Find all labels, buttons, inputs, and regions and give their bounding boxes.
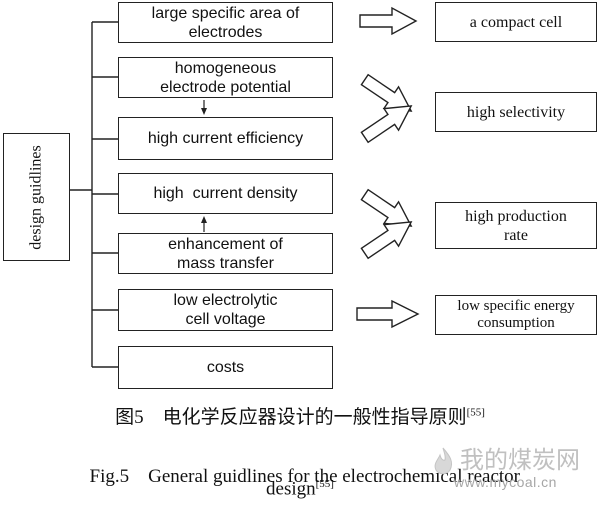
outcome-label: high production rate <box>465 207 567 244</box>
block-arrow-production-lower <box>360 221 413 260</box>
caption-en-text: Fig.5 General guidlines for the electroc… <box>89 466 521 487</box>
block-arrow-selectivity-lower <box>360 105 413 144</box>
guideline-label: enhancement of mass transfer <box>168 235 283 272</box>
caption-en-line1: Fig.5 General guidlines for the electroc… <box>0 444 600 488</box>
guideline-label: large specific area of electrodes <box>151 4 300 41</box>
guideline-large-area: large specific area of electrodes <box>118 2 333 43</box>
guideline-label: costs <box>206 359 245 376</box>
guideline-label: high current efficiency <box>147 130 304 147</box>
arrow-potential-to-efficiency <box>201 100 207 115</box>
guideline-cell-voltage: low electrolytic cell voltage <box>118 289 333 331</box>
flame-logo-icon <box>434 447 453 475</box>
outcome-label: a compact cell <box>469 13 563 31</box>
caption-zh-ref: [55] <box>466 406 485 419</box>
outcome-label: low specific energy consumption <box>457 298 575 331</box>
outcome-compact-cell: a compact cell <box>435 2 597 42</box>
caption-en-design: design <box>266 478 316 500</box>
caption-en-line2: design[55] <box>0 478 600 500</box>
block-arrow-energy <box>356 299 420 329</box>
root-node: design guidlines <box>3 133 70 261</box>
outcome-high-selectivity: high selectivity <box>435 92 597 132</box>
caption-zh: 图5 电化学反应器设计的一般性指导原则[55] <box>0 402 600 429</box>
guideline-current-density: high current density <box>118 173 333 214</box>
guideline-costs: costs <box>118 346 333 389</box>
caption-zh-text: 图5 电化学反应器设计的一般性指导原则 <box>115 407 467 428</box>
outcome-production-rate: high production rate <box>435 202 597 249</box>
block-arrow-compact <box>359 6 418 36</box>
guideline-label: homogeneous electrode potential <box>160 59 291 96</box>
caption-en-ref: [55] <box>315 478 334 490</box>
guideline-homogeneous-potential: homogeneous electrode potential <box>118 57 333 98</box>
watermark: 我的煤炭网 www.mycoal.cn <box>426 440 596 500</box>
outcome-label: high selectivity <box>466 103 566 121</box>
guideline-current-efficiency: high current efficiency <box>118 117 333 160</box>
root-label: design guidlines <box>28 144 45 250</box>
watermark-url: www.mycoal.cn <box>454 474 557 490</box>
arrow-transfer-to-density <box>201 216 207 232</box>
watermark-title: 我的煤炭网 <box>460 447 580 474</box>
guideline-label: low electrolytic cell voltage <box>173 292 278 328</box>
guideline-mass-transfer: enhancement of mass transfer <box>118 233 333 274</box>
outcome-energy-consumption: low specific energy consumption <box>435 295 597 335</box>
guideline-label: high current density <box>153 185 298 202</box>
